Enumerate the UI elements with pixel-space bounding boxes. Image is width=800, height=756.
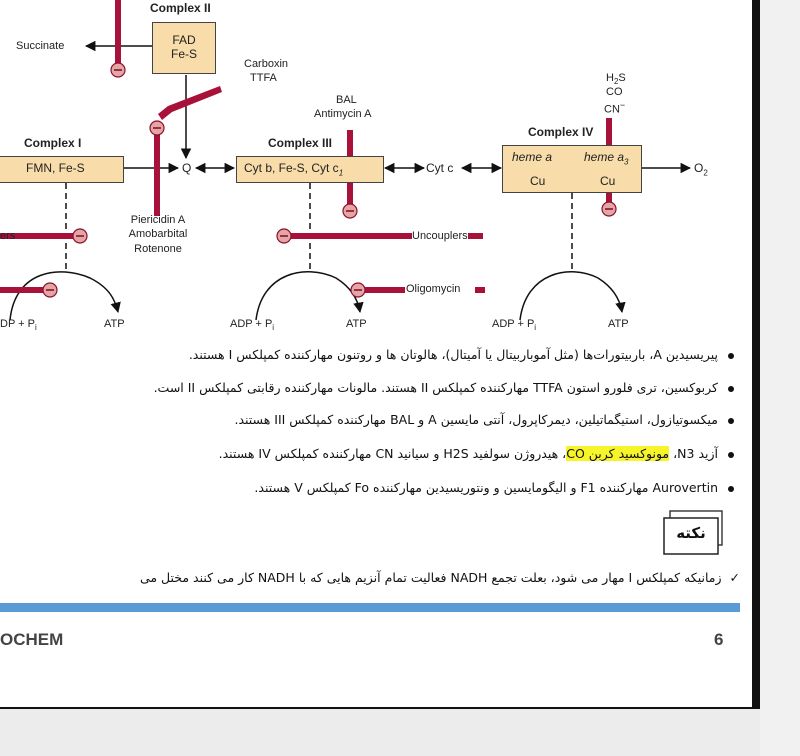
viewer-background [760, 0, 800, 756]
page-number: 6 [714, 630, 724, 649]
complex1-box [0, 156, 124, 183]
bullet-item: میکسوتیازول، استیگماتیلین، دیمرکاپرول، آ… [234, 412, 734, 427]
cytc-label: Cyt c [426, 161, 454, 175]
succinate-label: Succinate [16, 40, 65, 52]
note-text-line: ✓ زمانیکه کمپلکس I مهار می شود، بعلت تجمع… [0, 570, 740, 585]
note-label: نکته [676, 524, 706, 542]
complex3-title: Complex III [268, 136, 333, 150]
complex3-box [236, 156, 384, 183]
complex3-content: Cyt b, Fe-S, Cyt c1 [244, 161, 344, 178]
bullet-text: آزید N3، [669, 446, 718, 461]
highlighted-text: مونوکسید کربن CO [566, 446, 670, 461]
bullet-item: پیریسیدین A، باربیتورات‌ها (مثل آموباربی… [189, 347, 734, 362]
complex1-content: FMN, Fe-S [26, 161, 85, 175]
o2-label: O2 [694, 161, 708, 178]
ttfa-label: TTFA [250, 72, 277, 84]
bullet-text: کربوکسین، تری فلورو استون TTFA مهارکننده… [153, 380, 718, 395]
amobarbital-label: Amobarbital [128, 228, 188, 240]
page-edge [752, 0, 760, 707]
adp-mid-label: ADP + Pi [230, 318, 275, 333]
bullet-item: کربوکسین، تری فلورو استون TTFA مهارکننده… [154, 380, 734, 395]
bullet-text: میکسوتیازول، استیگماتیلین، دیمرکاپرول، آ… [234, 412, 718, 427]
complex1-title: Complex I [24, 136, 82, 150]
uncouplers-left-label: ers [0, 230, 16, 242]
complex2-box [152, 22, 216, 74]
bullet-dot-icon [728, 451, 734, 458]
document-page: Complex II FAD Fe-S Succinate Carboxin T… [0, 0, 752, 707]
bullet-text: پیریسیدین A، باربیتورات‌ها (مثل آموباربی… [188, 347, 718, 362]
q-label: Q [182, 161, 192, 175]
rotenone-label: Rotenone [134, 243, 182, 255]
oligomycin-label: Oligomycin [406, 283, 461, 296]
page-bottom-edge [0, 707, 760, 709]
bullet-dot-icon [728, 352, 734, 359]
note-badge: نکته [662, 510, 724, 556]
complex2-fad: FAD [172, 33, 196, 47]
heme-a3-label: heme a3 [584, 150, 629, 167]
cu-a-label: Cu [530, 174, 546, 188]
antimycin-label: Antimycin A [314, 108, 372, 120]
adp-left-label: DP + Pi [0, 318, 37, 333]
footer-divider [0, 603, 740, 612]
check-icon: ✓ [729, 570, 740, 585]
footer-title: OCHEM [0, 630, 64, 649]
bullet-text: ، هیدروژن سولفید H2S و سیانید CN مهارکنن… [218, 446, 567, 461]
adp-right-label: ADP + Pi [492, 318, 537, 333]
bullet-dot-icon [728, 385, 734, 392]
bal-label: BAL [336, 94, 357, 106]
complex4-box [502, 145, 642, 193]
atp-mid-label: ATP [346, 318, 367, 330]
cn-label: CN− [604, 100, 626, 116]
atp-right-label: ATP [608, 318, 629, 330]
atp-left-label: ATP [104, 318, 125, 330]
uncouplers-label: Uncouplers [412, 230, 468, 243]
bullet-item: آزید N3، مونوکسید کربن CO، هیدروژن سولفی… [219, 446, 734, 461]
h2s-label: H2S [606, 72, 626, 87]
co-label: CO [606, 86, 623, 98]
heme-a-label: heme a [512, 150, 553, 164]
bullet-dot-icon [728, 485, 734, 492]
note-text: زمانیکه کمپلکس I مهار می شود، بعلت تجمع … [139, 570, 722, 585]
bullet-item: Aurovertin مهارکننده F1 و الیگومایسین و … [254, 480, 734, 495]
bullet-dot-icon [728, 417, 734, 424]
complex4-title: Complex IV [528, 125, 594, 139]
carboxin-label: Carboxin [244, 58, 289, 70]
complex2-title: Complex II [150, 1, 211, 15]
note-frame-icon [663, 510, 723, 555]
cu-b-label: Cu [600, 174, 616, 188]
complex2-fes: Fe-S [170, 47, 197, 61]
piericidin-label: Piericidin A [130, 214, 186, 226]
bullet-text: Aurovertin مهارکننده F1 و الیگومایسین و … [254, 480, 718, 495]
